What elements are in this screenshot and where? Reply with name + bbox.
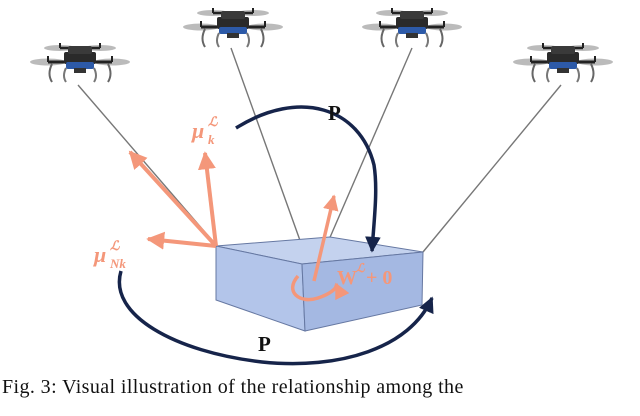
label-wrench: W ℒ + 0 xyxy=(337,261,392,289)
curved-arrow-icon xyxy=(117,270,434,366)
svg-text:μ: μ xyxy=(93,242,106,267)
svg-text:k: k xyxy=(208,132,215,147)
figure-caption: Fig. 3: Visual illustration of the relat… xyxy=(2,376,464,398)
label-p-bottom: P xyxy=(258,332,271,356)
wrench-moment-arrow xyxy=(290,274,350,302)
quadrotor-icon xyxy=(28,41,132,84)
svg-text:ℒ: ℒ xyxy=(208,114,218,129)
force-arrow-upper-left xyxy=(128,150,218,248)
cable-4 xyxy=(422,84,562,253)
label-p-top: P xyxy=(328,101,341,125)
mu-k-force-arrows xyxy=(128,150,218,250)
svg-text:Nk: Nk xyxy=(109,256,126,271)
cable-2 xyxy=(230,47,303,247)
cable-3 xyxy=(327,47,413,243)
svg-text:ℒ: ℒ xyxy=(356,261,366,275)
quadrotor-icon xyxy=(360,6,464,49)
svg-text:ℒ: ℒ xyxy=(110,238,120,253)
curved-arrow-icon xyxy=(235,105,381,253)
wrench-force-arrow xyxy=(312,194,339,282)
svg-text:W: W xyxy=(337,267,357,289)
cables xyxy=(77,47,562,253)
force-arrow-left xyxy=(146,231,217,250)
svg-text:+ 0: + 0 xyxy=(366,267,392,289)
wrench-arrow xyxy=(290,194,350,302)
quadrotor-icon xyxy=(511,41,615,84)
quadrotor-icon xyxy=(181,6,285,49)
svg-text:μ: μ xyxy=(191,118,204,143)
label-mu-k: μ ℒ k xyxy=(191,114,218,147)
diagram-figure: μ ℒ k μ ℒ Nk P P W ℒ + 0 xyxy=(28,6,615,366)
label-mu-nk: μ ℒ Nk xyxy=(93,238,126,271)
force-arrow-up xyxy=(197,151,218,247)
